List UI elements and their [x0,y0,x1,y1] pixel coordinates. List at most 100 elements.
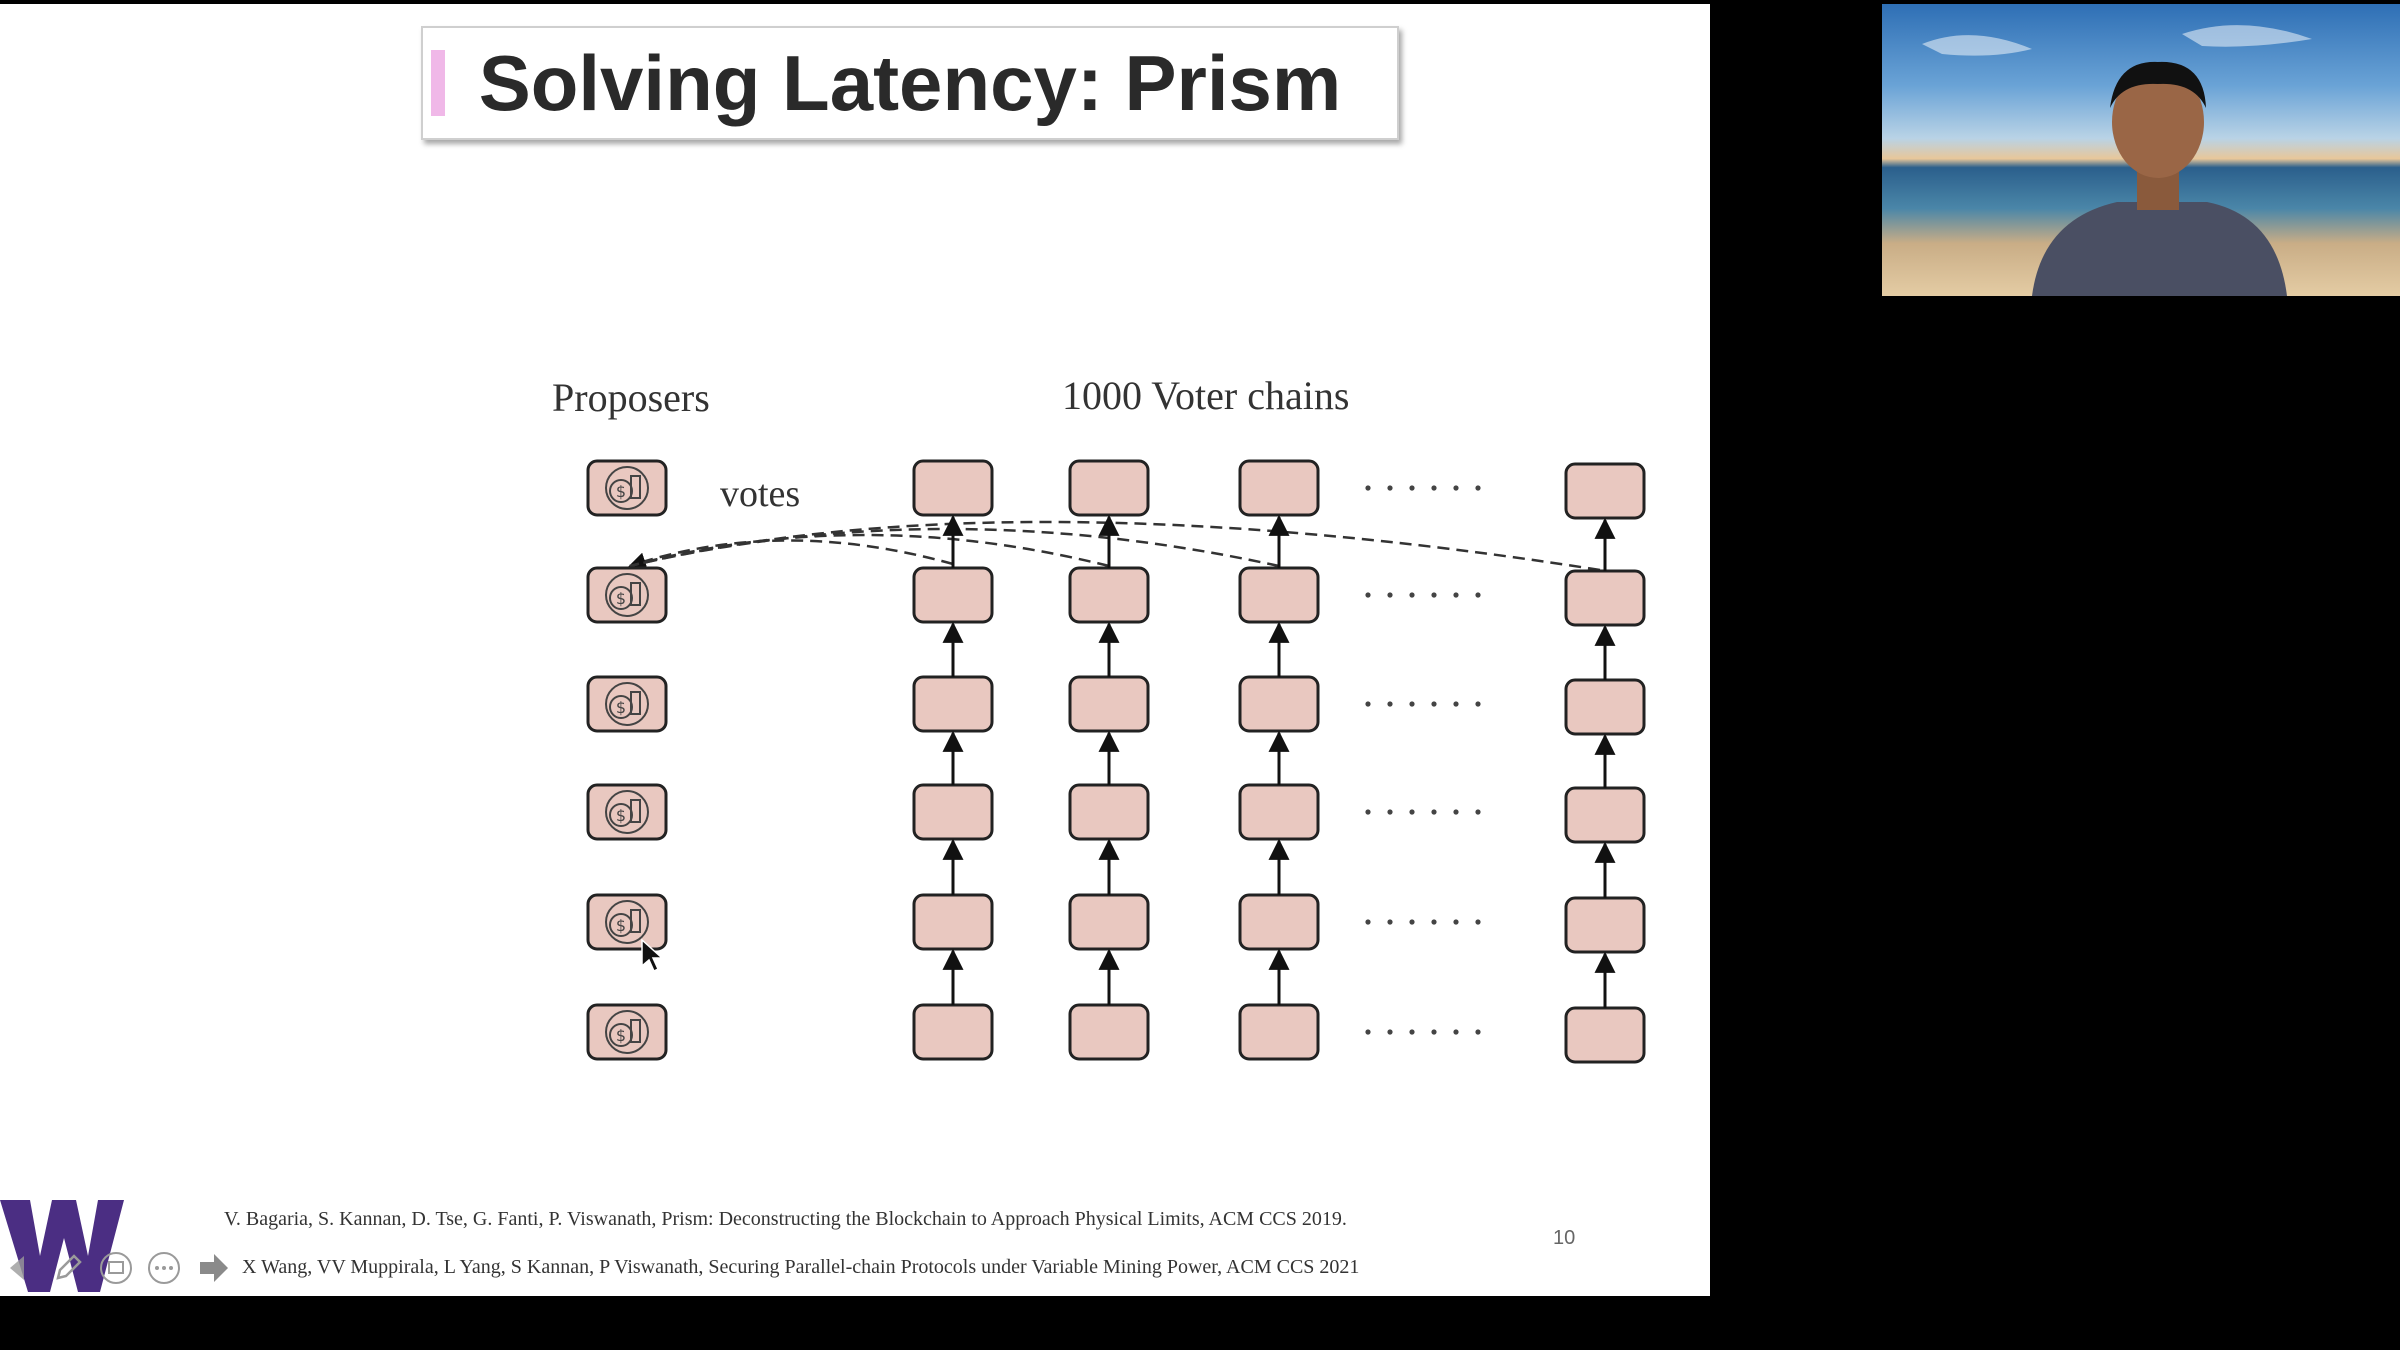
proposer-block: $ [586,783,668,841]
voter-block [1238,893,1320,951]
voter-chains [912,459,1646,1064]
voter-block [1238,783,1320,841]
voter-block [1068,566,1150,624]
ellipsis-dot [1453,485,1459,491]
previous-arrow-icon[interactable] [2,1250,38,1286]
ellipsis-dot [1453,701,1459,707]
dollar-sign-icon: $ [616,1026,626,1045]
voter-chains-label: 1000 Voter chains [1062,373,1350,418]
dollar-sign-icon: $ [616,482,626,501]
ellipsis-dot [1475,1029,1481,1035]
coin-stack-icon: $ [605,900,649,944]
ellipsis-dot [1365,1029,1371,1035]
reference-1: V. Bagaria, S. Kannan, D. Tse, G. Fanti,… [224,1208,1347,1230]
ellipsis-dot [1409,592,1415,598]
dollar-sign-icon: $ [616,916,626,935]
pen-icon[interactable] [50,1250,86,1286]
voter-block [1068,675,1150,733]
slide-title: Solving Latency: Prism [478,39,1342,127]
proposer-block: $ [586,566,668,624]
ellipsis-dot [1409,1029,1415,1035]
voter-block [912,783,994,841]
vote-arrow [628,539,954,570]
page-number: 10 [1553,1227,1576,1249]
mouse-cursor-icon [641,938,664,973]
ellipsis-dot [1431,701,1437,707]
voter-block [1564,786,1646,844]
voter-block [1564,569,1646,627]
vote-arrow [629,520,1601,572]
ellipsis-dot [1387,1029,1393,1035]
voter-chain [912,459,994,1061]
slides-grid-icon[interactable] [98,1250,134,1286]
proposer-chain: $ $ $ $ $ $ [586,459,668,1061]
voter-block [1564,1006,1646,1064]
title-box: Solving Latency: Prism [421,26,1399,140]
ellipsis-dot [1431,809,1437,815]
ellipsis-dot [1409,809,1415,815]
proposer-block: $ [586,893,668,951]
ellipsis-dot [1409,919,1415,925]
ellipsis-dot [1387,809,1393,815]
ellipsis-dot [1431,1029,1437,1035]
coin-stack-icon: $ [605,466,649,510]
reference-2: X Wang, VV Muppirala, L Yang, S Kannan, … [242,1256,1360,1278]
coin-stack-icon: $ [605,790,649,834]
voter-block [912,459,994,517]
prism-diagram: $ $ $ $ $ $ [586,459,1646,1064]
voter-block [1068,893,1150,951]
title-accent-bar [431,50,445,116]
presenter-webcam [1882,4,2400,296]
ellipsis-dot [1431,592,1437,598]
voter-block [912,893,994,951]
next-arrow-icon[interactable] [196,1250,232,1286]
ellipsis-dot [1475,809,1481,815]
voter-block [1068,1003,1150,1061]
ellipsis-dot [1475,485,1481,491]
ellipsis-dot [1453,919,1459,925]
ellipsis-dot [1365,592,1371,598]
ellipsis-dot [1365,485,1371,491]
proposers-label: Proposers [552,375,710,420]
voter-block [912,566,994,624]
voter-block [1238,459,1320,517]
voter-block [1068,459,1150,517]
ellipsis-dot [1475,919,1481,925]
proposer-block: $ [586,1003,668,1061]
voter-block [1238,1003,1320,1061]
coin-stack-icon: $ [605,573,649,617]
voter-chain [1068,459,1150,1061]
voter-chain [1564,462,1646,1064]
dollar-sign-icon: $ [616,698,626,717]
voter-block [1068,783,1150,841]
ellipsis-dots [1365,485,1481,1035]
vote-arrows [628,520,1601,572]
ellipsis-dot [1409,485,1415,491]
voter-block [1564,462,1646,520]
uw-logo [0,1200,124,1292]
slide-controls [0,1250,240,1294]
ellipsis-dot [1453,1029,1459,1035]
ellipsis-dot [1453,592,1459,598]
presenter-silhouette [1922,25,2312,296]
more-options-icon[interactable] [146,1250,182,1286]
ellipsis-dot [1453,809,1459,815]
coin-stack-icon: $ [605,1010,649,1054]
ellipsis-dot [1365,919,1371,925]
voter-block [1564,896,1646,954]
ellipsis-dot [1475,701,1481,707]
ellipsis-dot [1365,809,1371,815]
ellipsis-dot [1387,701,1393,707]
ellipsis-dot [1431,485,1437,491]
slide: Solving Latency: Prism Proposers 1000 Vo… [0,4,1710,1296]
voter-block [912,1003,994,1061]
voter-block [1238,566,1320,624]
dollar-sign-icon: $ [616,589,626,608]
ellipsis-dot [1475,592,1481,598]
proposer-block: $ [586,675,668,733]
voter-chain [1238,459,1320,1061]
coin-stack-icon: $ [605,682,649,726]
ellipsis-dot [1387,592,1393,598]
voter-block [912,675,994,733]
proposer-block: $ [586,459,668,517]
